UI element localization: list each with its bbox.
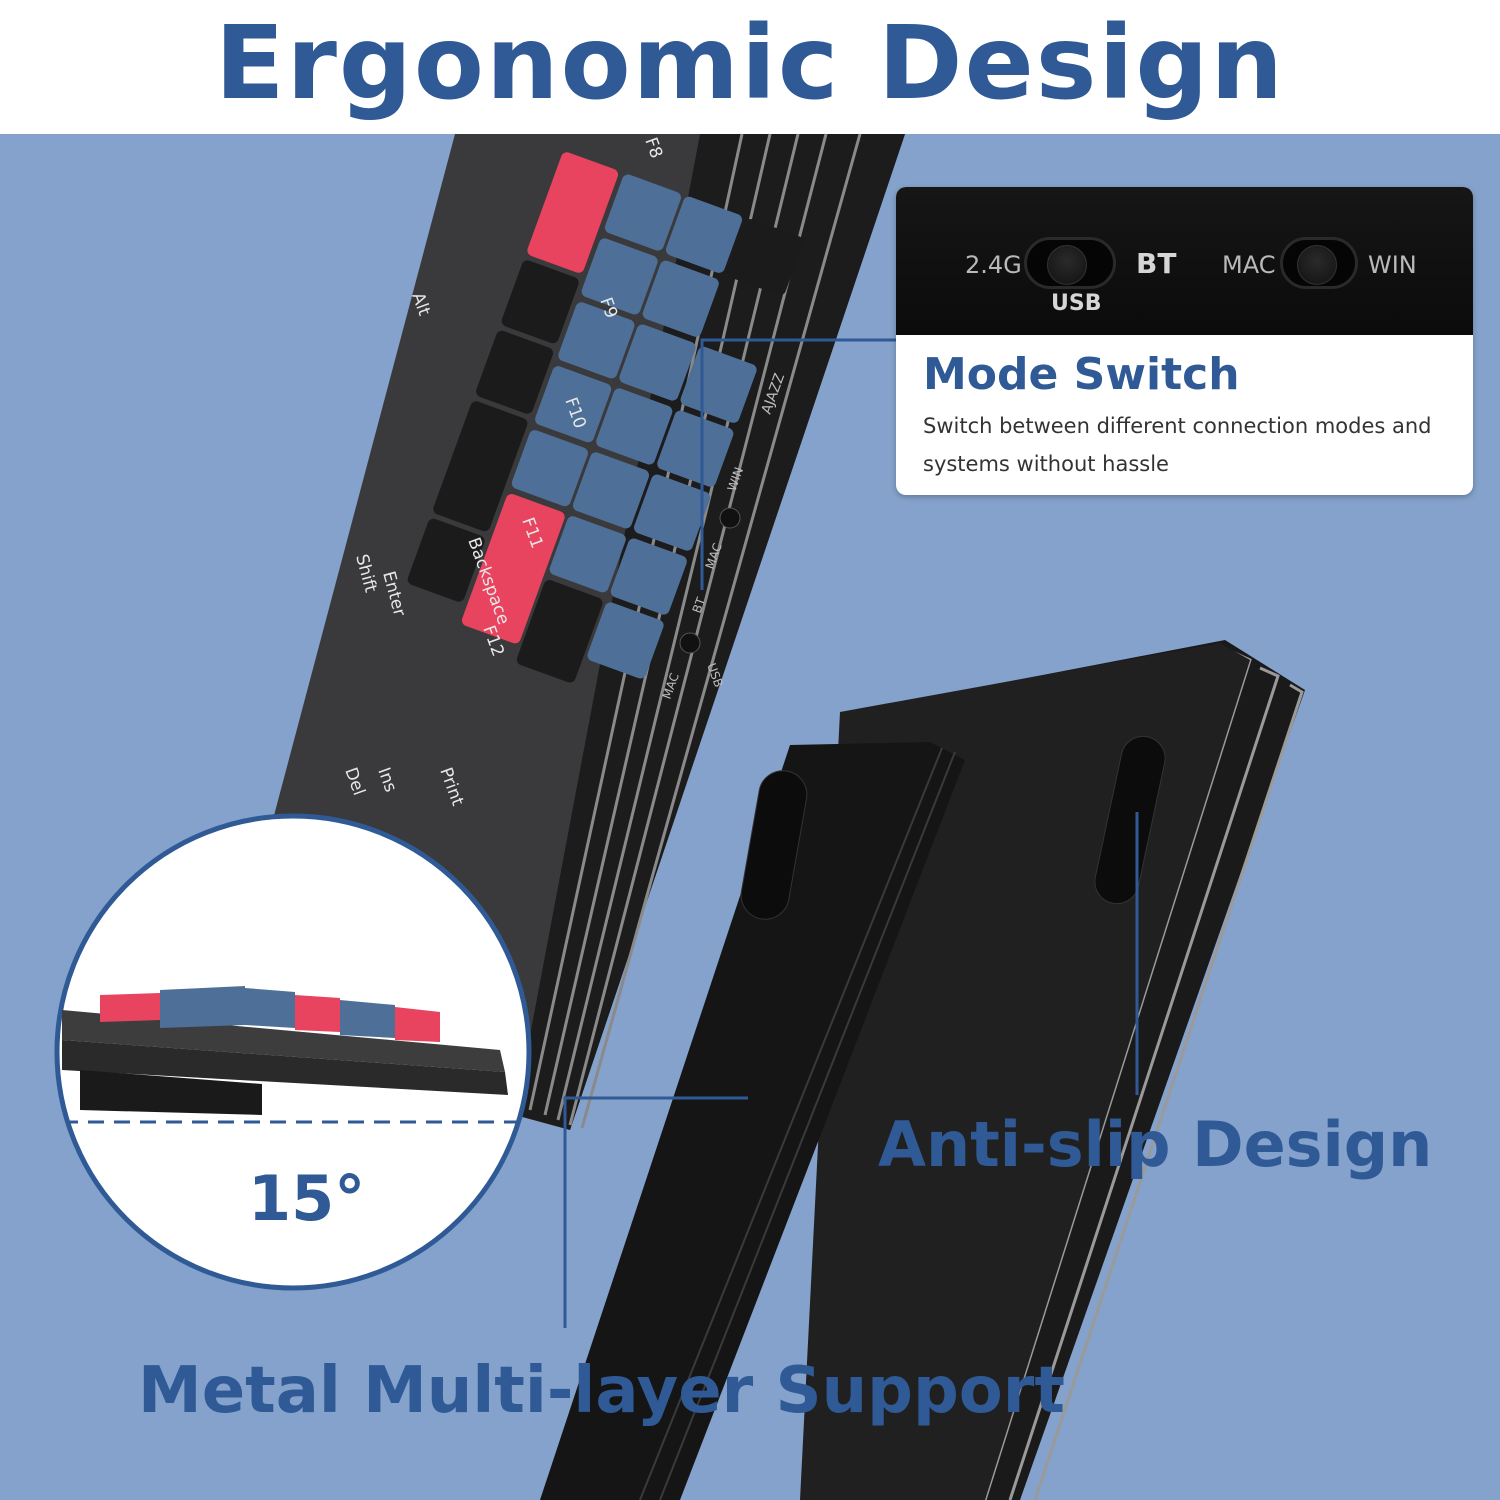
mode-switch-title: Mode Switch: [923, 349, 1240, 400]
switch-label-24g: 2.4G: [965, 251, 1022, 279]
switch-panel: 2.4G BT USB MAC WIN: [896, 187, 1473, 335]
switch-label-usb: USB: [1051, 291, 1102, 316]
switch-label-bt: BT: [1136, 247, 1177, 280]
switch-label-win: WIN: [1368, 251, 1417, 279]
toggle-knob: [1297, 245, 1337, 285]
system-mode-toggle[interactable]: [1280, 237, 1358, 289]
mode-switch-description: Switch between different connection mode…: [923, 414, 1432, 476]
switch-label-mac: MAC: [1222, 251, 1276, 279]
toggle-knob: [1047, 245, 1087, 285]
tilt-angle-circle: [54, 813, 532, 1291]
callout-lines: [563, 338, 1139, 1328]
metal-support-label: Metal Multi-layer Support: [138, 1354, 1065, 1428]
mode-switch-card: 2.4G BT USB MAC WIN Mode Switch Switch b…: [896, 187, 1473, 495]
tilt-angle-label: 15°: [248, 1162, 366, 1235]
anti-slip-label: Anti-slip Design: [878, 1108, 1433, 1181]
side-label: BT: [690, 595, 709, 615]
header: Ergonomic Design: [0, 0, 1500, 134]
page-title: Ergonomic Design: [214, 4, 1286, 123]
connection-mode-toggle[interactable]: [1024, 237, 1116, 289]
